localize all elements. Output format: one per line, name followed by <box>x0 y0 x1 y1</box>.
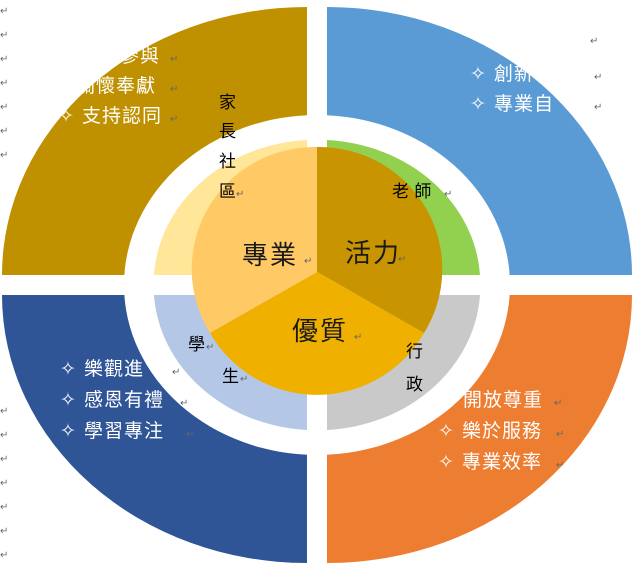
svg-text:↵: ↵ <box>398 254 406 265</box>
teachers-label: 老 師 <box>392 182 431 202</box>
left-edge-marks: ↵ ↵ ↵ ↵ ↵ ↵ ↵ ↵ ↵ ↵ ↵ ↵ ↵ ↵ <box>0 6 8 561</box>
students-label: 學 生 <box>188 335 239 387</box>
svg-text:↵: ↵ <box>0 150 8 161</box>
bottom-left-item-3: ✧ 學習專注 <box>60 420 164 442</box>
svg-text:↵: ↵ <box>594 72 602 83</box>
svg-text:↵: ↵ <box>236 189 244 200</box>
students-char-1: 學 <box>188 335 205 355</box>
svg-text:↵: ↵ <box>556 429 564 440</box>
svg-text:↵: ↵ <box>304 256 312 267</box>
core-wedge-quality <box>210 272 424 395</box>
core-label-professional: 專業 <box>242 241 298 271</box>
top-right-item-1: ✧ 創新 <box>470 63 534 85</box>
parents-char-4: 區 <box>219 182 236 202</box>
svg-text:↵: ↵ <box>0 102 8 113</box>
svg-text:↵: ↵ <box>590 36 598 47</box>
svg-text:↵: ↵ <box>206 342 214 353</box>
core-label-vitality: 活力 <box>345 239 401 269</box>
inline-para-marks: ↵ ↵ ↵ ↵ ↵ ↵ ↵ ↵ ↵ ↵ ↵ ↵ ↵ ↵ ↵ ↵ ↵ ↵ ↵ <box>170 36 602 471</box>
svg-text:↵: ↵ <box>554 398 562 409</box>
svg-text:↵: ↵ <box>444 189 452 200</box>
parents-label: 家 長 社 區 <box>219 93 236 202</box>
svg-text:↵: ↵ <box>180 398 188 409</box>
bottom-left-item-2: ✧ 感恩有禮 <box>60 389 164 411</box>
bottom-left-values: ✧ 樂觀進 ✧ 感恩有禮 ✧ 學習專注 <box>60 358 164 442</box>
bottom-left-item-1: ✧ 樂觀進 <box>60 358 144 380</box>
top-right-values: ✧ 創新 ✧ 專業自 <box>470 63 554 115</box>
svg-text:↵: ↵ <box>186 429 194 440</box>
svg-text:↵: ↵ <box>170 84 178 95</box>
admin-char-2: 政 <box>406 375 423 395</box>
parents-char-2: 長 <box>219 122 236 142</box>
top-left-item-3: ✧ 支持認同 <box>58 105 162 127</box>
svg-text:↵: ↵ <box>0 78 8 89</box>
core-label-quality: 優質 <box>292 317 348 347</box>
svg-text:↵: ↵ <box>170 114 178 125</box>
bottom-right-item-3: ✧ 專業效率 <box>438 451 542 473</box>
top-left-item-1: 參與 <box>120 45 160 67</box>
svg-text:↵: ↵ <box>0 550 8 561</box>
bottom-right-values: 開放尊重 ✧ 樂於服務 ✧ 專業效率 <box>438 389 543 473</box>
svg-text:↵: ↵ <box>0 502 8 513</box>
core-wedge-vitality <box>317 146 443 333</box>
svg-text:↵: ↵ <box>594 102 602 113</box>
svg-text:↵: ↵ <box>556 460 564 471</box>
svg-text:↵: ↵ <box>0 478 8 489</box>
svg-text:↵: ↵ <box>354 332 362 343</box>
top-right-item-2: ✧ 專業自 <box>470 93 554 115</box>
svg-text:↵: ↵ <box>240 374 248 385</box>
top-left-values: 參與 關懷奉獻 ✧ 支持認同 <box>58 45 162 127</box>
svg-text:↵: ↵ <box>0 454 8 465</box>
svg-text:↵: ↵ <box>0 6 8 17</box>
svg-text:↵: ↵ <box>0 526 8 537</box>
bottom-right-item-2: ✧ 樂於服務 <box>438 420 542 442</box>
admin-char-1: 行 <box>406 342 423 362</box>
svg-text:↵: ↵ <box>172 367 180 378</box>
svg-text:↵: ↵ <box>0 430 8 441</box>
bottom-right-item-1: 開放尊重 <box>463 389 543 411</box>
svg-text:↵: ↵ <box>170 54 178 65</box>
top-left-item-2: 關懷奉獻 <box>76 75 156 97</box>
svg-text:↵: ↵ <box>0 126 8 137</box>
parents-char-1: 家 <box>219 93 236 113</box>
svg-text:↵: ↵ <box>0 30 8 41</box>
students-char-2: 生 <box>222 367 239 387</box>
svg-text:↵: ↵ <box>0 406 8 417</box>
parents-char-3: 社 <box>219 152 236 172</box>
core-wedge-professional <box>191 146 317 333</box>
svg-text:↵: ↵ <box>0 54 8 65</box>
admin-label: 行 政 <box>406 342 423 395</box>
